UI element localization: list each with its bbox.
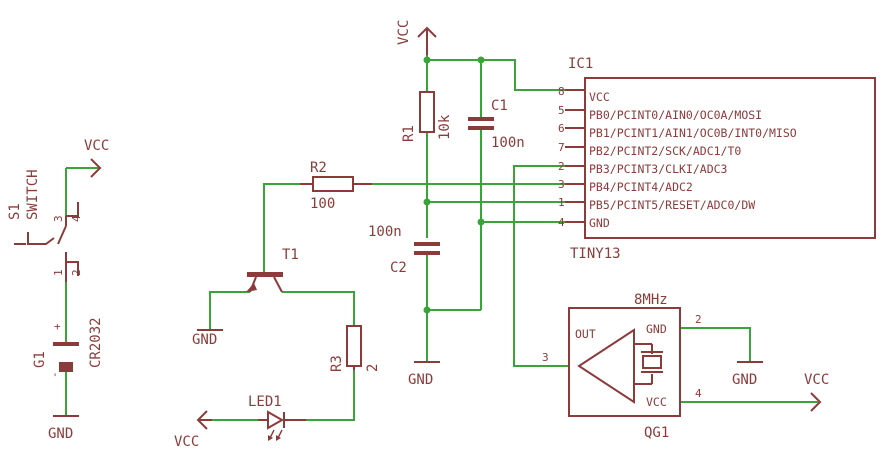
ic1-pin-label: GND bbox=[589, 216, 610, 230]
qg1-pin-vcc: 4 bbox=[695, 387, 702, 400]
qg1-vcc-label: VCC bbox=[646, 395, 667, 409]
junctions bbox=[423, 56, 485, 314]
ic1-pin-number: 7 bbox=[558, 141, 565, 154]
vcc-switch-label: VCC bbox=[84, 138, 109, 154]
led1-name: LED1 bbox=[248, 394, 282, 410]
r2-name: R2 bbox=[310, 160, 327, 176]
ic1-pin-number: 2 bbox=[558, 160, 565, 173]
junction-dot bbox=[423, 198, 431, 206]
c2-value: 100n bbox=[368, 224, 402, 240]
ic1-pin-number: 1 bbox=[558, 196, 565, 209]
junction-dot bbox=[423, 306, 431, 314]
ic1-pin-number: 5 bbox=[558, 104, 565, 117]
vcc-symbol-led: VCC bbox=[174, 410, 212, 450]
ic1-pin-label: PB1/PCINT1/AIN1/OC0B/INT0/MISO bbox=[589, 126, 797, 140]
gnd-symbol-battery: GND bbox=[48, 415, 79, 442]
gnd-symbol-t1: GND bbox=[192, 329, 223, 348]
resistor-r2: R2 100 bbox=[300, 160, 372, 212]
switch-s1: 3 4 1 2 S1 SWITCH bbox=[7, 169, 83, 282]
t1-name: T1 bbox=[282, 247, 299, 263]
r1-value: 10k bbox=[437, 114, 453, 140]
qg1-out-label: OUT bbox=[575, 327, 596, 341]
ic1-pin-label: VCC bbox=[589, 90, 610, 104]
vcc-osc-label: VCC bbox=[804, 372, 829, 388]
gnd-symbol-osc: GND bbox=[732, 361, 763, 388]
ic1-pin-label: PB3/PCINT3/CLKI/ADC3 bbox=[589, 162, 728, 176]
junction-dot bbox=[423, 56, 431, 64]
ic1-pin-label: PB2/PCINT2/SCK/ADC1/T0 bbox=[589, 144, 741, 158]
c1-name: C1 bbox=[491, 98, 508, 114]
ic1-pin-label: PB0/PCINT0/AIN0/OC0A/MOSI bbox=[589, 108, 762, 122]
s1-pin-3: 3 bbox=[52, 215, 65, 222]
s1-pin-1: 1 bbox=[52, 269, 65, 276]
qg1-name: QG1 bbox=[644, 425, 669, 441]
gnd-osc-label: GND bbox=[732, 372, 757, 388]
s1-pin-4: 4 bbox=[70, 215, 83, 222]
s1-value: SWITCH bbox=[25, 169, 41, 220]
ic1-pin-number: 8 bbox=[558, 85, 565, 98]
g1-value: CR2032 bbox=[88, 317, 104, 368]
ic1-pin-number: 6 bbox=[558, 122, 565, 135]
c2-name: C2 bbox=[390, 260, 407, 276]
ic1-microcontroller: IC1 TINY13 8 5 6 7 2 3 1 4 VCC PB0/PCINT… bbox=[558, 56, 876, 262]
g1-name: G1 bbox=[32, 351, 48, 368]
led-led1: LED1 bbox=[248, 394, 306, 441]
qg1-pin-gnd: 2 bbox=[695, 313, 702, 326]
qg1-value: 8MHz bbox=[634, 292, 668, 308]
gnd-symbol-c2: GND bbox=[408, 361, 440, 388]
gnd-battery-label: GND bbox=[48, 426, 73, 442]
transistor-t1: T1 bbox=[246, 247, 299, 293]
gnd-c2-label: GND bbox=[408, 372, 433, 388]
capacitor-c1: C1 100n bbox=[468, 98, 525, 151]
vcc-top-label: VCC bbox=[396, 20, 412, 45]
g1-minus: - bbox=[48, 371, 61, 378]
capacitor-c2: 100n C2 bbox=[368, 224, 440, 276]
vcc-led-label: VCC bbox=[174, 434, 199, 450]
qg1-gnd-label: GND bbox=[646, 322, 667, 336]
gnd-t1-label: GND bbox=[192, 332, 217, 348]
ic1-name: IC1 bbox=[568, 56, 593, 72]
r1-name: R1 bbox=[401, 125, 417, 142]
c1-value: 100n bbox=[491, 135, 525, 151]
r3-name: R3 bbox=[329, 355, 345, 372]
vcc-symbol-top: VCC bbox=[396, 20, 437, 55]
r3-value: 2 bbox=[365, 364, 381, 372]
junction-dot bbox=[477, 218, 485, 226]
oscillator-qg1: OUT GND VCC 3 2 4 8MHz QG1 bbox=[542, 292, 702, 441]
ic1-pin-number: 4 bbox=[558, 216, 565, 229]
vcc-symbol-switch: VCC bbox=[84, 138, 109, 178]
junction-dot bbox=[477, 56, 485, 64]
r2-value: 100 bbox=[310, 196, 335, 212]
resistor-r3: R3 2 bbox=[329, 325, 381, 372]
resistor-r1: R1 10k bbox=[401, 91, 453, 142]
s1-name: S1 bbox=[7, 203, 23, 220]
g1-plus: + bbox=[54, 320, 61, 333]
s1-pin-2: 2 bbox=[70, 269, 83, 276]
ic1-pin-number: 3 bbox=[558, 178, 565, 191]
qg1-pin-out: 3 bbox=[542, 351, 549, 364]
ic1-pin-label: PB4/PCINT4/ADC2 bbox=[589, 180, 693, 194]
ic1-pin-label: PB5/PCINT5/RESET/ADC0/DW bbox=[589, 198, 755, 212]
vcc-symbol-osc: VCC bbox=[804, 372, 829, 412]
battery-g1: + - G1 CR2032 bbox=[32, 317, 104, 378]
ic1-value: TINY13 bbox=[570, 246, 621, 262]
